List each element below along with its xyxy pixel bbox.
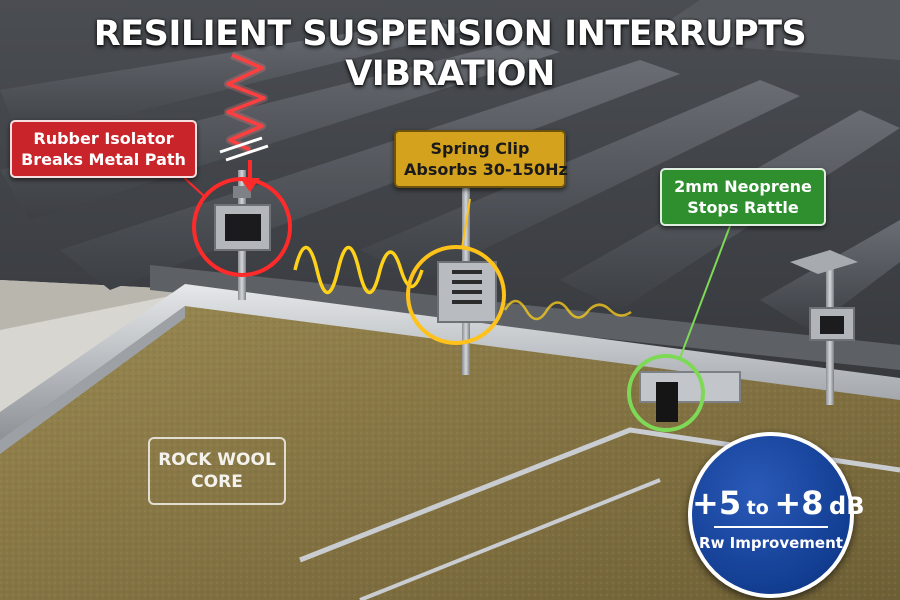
diagram-title: RESILIENT SUSPENSION INTERRUPTS VIBRATIO… <box>93 14 807 94</box>
neoprene-highlight <box>627 354 705 432</box>
spring-clip-highlight <box>406 245 506 345</box>
badge-divider <box>714 526 828 528</box>
rw-improvement-badge: +5 to +8 dB Rw Improvement <box>688 432 865 598</box>
core-label-line2: CORE <box>191 472 243 492</box>
rubber-isolator-highlight <box>192 177 292 277</box>
core-label-line1: ROCK WOOL <box>158 450 276 470</box>
input-vibration-zigzag-glow <box>224 51 268 154</box>
side-wall-shadow <box>0 280 200 330</box>
badge-caption: Rw Improvement <box>699 534 843 552</box>
spring-clip-leader <box>461 198 471 249</box>
neoprene-line2: Stops Rattle <box>687 198 799 217</box>
vibration-wave <box>293 246 424 294</box>
rubber-isolator-line1: Rubber Isolator <box>33 129 174 148</box>
badge-value-low: +5 <box>692 484 742 522</box>
input-arrow <box>240 160 260 192</box>
badge-unit: dB <box>829 492 865 520</box>
input-vibration-zigzag <box>226 53 266 152</box>
neoprene-line1: 2mm Neoprene <box>674 177 812 196</box>
neoprene-callout: 2mm Neoprene Stops Rattle <box>660 168 826 226</box>
right-hanger-bracket <box>790 250 858 341</box>
rock-wool-core-label: ROCK WOOL CORE <box>148 437 286 505</box>
neoprene-leader <box>679 225 731 359</box>
spring-clip <box>437 261 497 323</box>
edge-rail-front <box>0 306 185 454</box>
edge-rail <box>0 284 900 440</box>
rubber-isolator-bracket <box>214 186 271 251</box>
spring-clip-line2: Absorbs 30-150Hz <box>404 160 568 179</box>
rubber-isolator-line2: Breaks Metal Path <box>21 150 186 169</box>
carrying-channel <box>150 265 900 370</box>
spring-clip-callout: Spring Clip Absorbs 30-150Hz <box>394 130 568 188</box>
break-marks <box>219 136 269 162</box>
vibration-wave-damped <box>503 299 632 321</box>
spring-clip-line1: Spring Clip <box>430 139 530 158</box>
badge-connector: to <box>746 497 769 519</box>
neoprene-clip <box>639 371 741 422</box>
badge-value: +5 to +8 dB <box>692 484 865 522</box>
rubber-isolator-callout: Rubber Isolator Breaks Metal Path <box>10 120 197 178</box>
panel-seam-lower <box>359 478 661 600</box>
badge-value-high: +8 <box>774 484 824 522</box>
